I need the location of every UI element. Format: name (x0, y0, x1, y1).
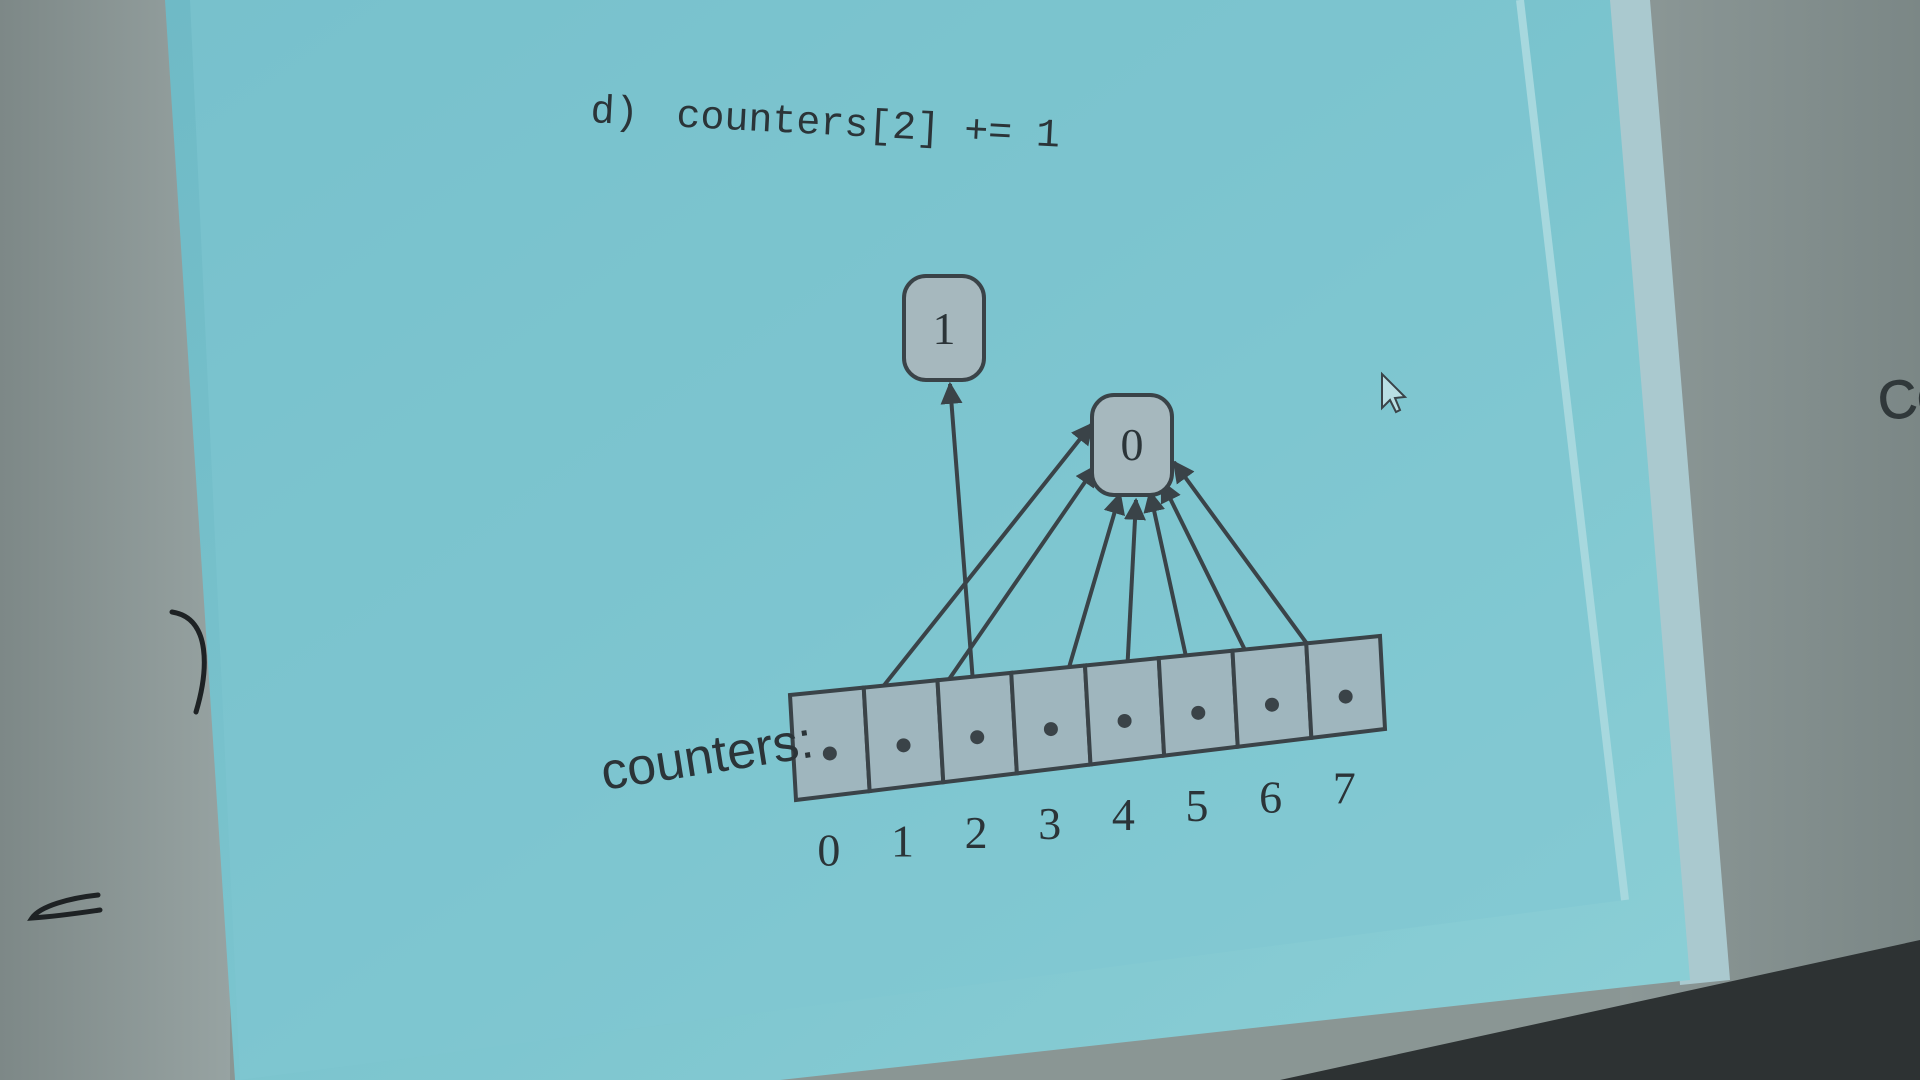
edge-text: Co (1875, 365, 1920, 432)
array-cell-7 (1304, 633, 1388, 741)
heading-label: d) (589, 90, 639, 137)
pointer-dot-7 (1338, 689, 1353, 704)
slide-edge-right (1516, 0, 1629, 901)
wall-doodle-curve (169, 609, 207, 715)
pointer-dot-5 (1191, 705, 1206, 720)
floor-shadow (1280, 940, 1920, 1080)
array-index-2: 2 (965, 807, 988, 858)
value-box-zero (1090, 393, 1174, 497)
value-box-one (902, 274, 986, 382)
mouse-pointer-icon (1381, 371, 1408, 414)
array-index-0: 0 (817, 825, 840, 876)
pointer-dot-3 (1043, 722, 1058, 737)
array-cell-2 (935, 670, 1019, 785)
array-index-7: 7 (1333, 762, 1356, 813)
pointer-dot-4 (1117, 713, 1132, 728)
value-box-zero-label: 0 (1121, 419, 1144, 470)
pointer-dot-2 (970, 730, 985, 745)
array-cell-3 (1009, 663, 1093, 776)
pointer-dot-0 (822, 746, 837, 761)
value-box-one-label: 1 (933, 303, 956, 354)
array-cell-1 (861, 678, 946, 794)
screen-frame-right (1600, 0, 1730, 985)
array-cell-6 (1230, 641, 1314, 749)
array-index-5: 5 (1185, 780, 1208, 831)
projected-slide (190, 0, 1625, 1080)
array-index-3: 3 (1038, 798, 1061, 849)
pointer-dot-1 (896, 738, 911, 753)
array-cell-4 (1082, 655, 1167, 767)
array-cell-5 (1156, 648, 1240, 758)
array-cells (787, 633, 1388, 803)
array-index-6: 6 (1259, 771, 1282, 822)
array-index-4: 4 (1112, 789, 1135, 840)
wall-doodle-arrow (27, 892, 103, 921)
array-index-1: 1 (891, 816, 914, 867)
pointer-dot-6 (1264, 697, 1279, 712)
